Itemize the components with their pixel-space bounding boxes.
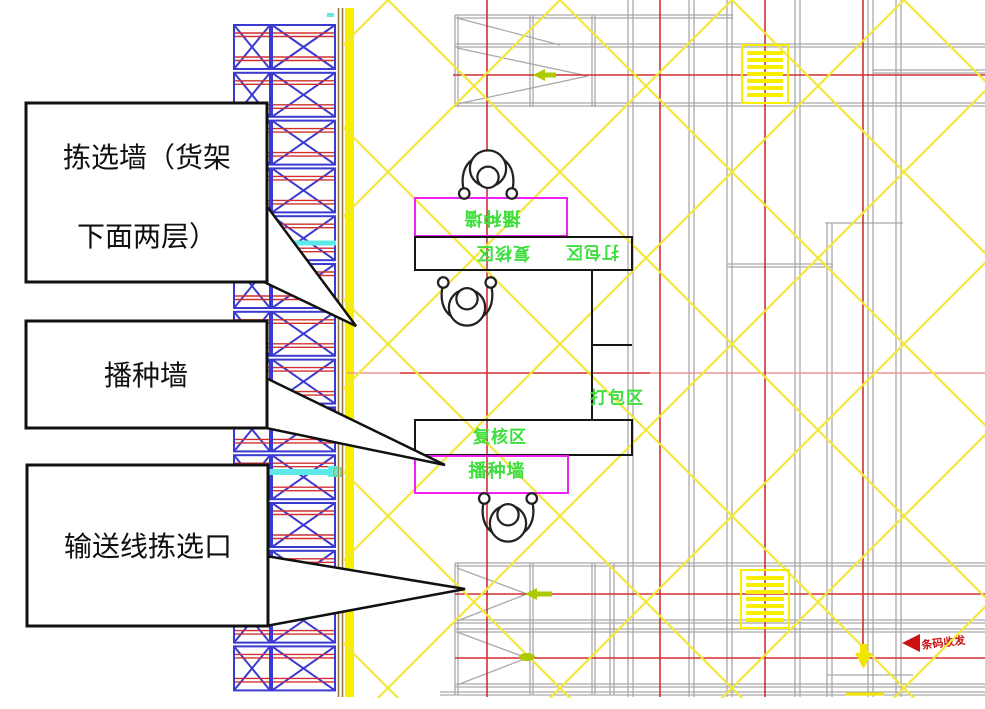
callout-box bbox=[24, 319, 269, 430]
label-review-area-top: 复核区 bbox=[476, 244, 531, 264]
conveyor-chevron bbox=[456, 17, 561, 46]
stairs-icon bbox=[741, 44, 789, 104]
grid-diagonal bbox=[344, 0, 561, 218]
left-arrow-icon bbox=[902, 634, 920, 652]
callout-picking-wall-line1: 拣选墙（货架 bbox=[63, 142, 231, 173]
green-block bbox=[333, 467, 342, 477]
grid-diagonal bbox=[344, 0, 733, 390]
rack-bay bbox=[271, 167, 336, 214]
conveyor-chevron bbox=[456, 631, 528, 659]
stairs-outline bbox=[741, 44, 789, 104]
conveyor-chevron bbox=[456, 75, 589, 105]
rack-bay bbox=[271, 71, 336, 118]
arrow-stem bbox=[860, 644, 867, 654]
flow-arrow-icon bbox=[533, 69, 556, 81]
callout-seeding-wall: 播种墙 bbox=[24, 319, 446, 467]
callout-conveyor-pick-port-label: 输送线拣选口 bbox=[64, 531, 232, 562]
rack-bay bbox=[271, 119, 336, 166]
grid-diagonal bbox=[344, 298, 744, 698]
grid-diagonal bbox=[720, 433, 985, 698]
grid-diagonal bbox=[731, 0, 985, 255]
callout-box bbox=[24, 101, 269, 284]
flow-arrow-icon bbox=[525, 588, 552, 600]
callout-box bbox=[25, 463, 270, 628]
rack-bay bbox=[271, 502, 336, 548]
down-arrow-icon bbox=[855, 644, 872, 669]
conveyor-chevron bbox=[456, 593, 528, 622]
label-packing-area-top: 打包区 bbox=[565, 243, 619, 263]
callout-conveyor-pick-port: 输送线拣选口 bbox=[25, 463, 466, 628]
callout-picking-wall-line2: 下面两层） bbox=[77, 221, 217, 252]
station-outline bbox=[414, 236, 633, 271]
yellow-symbols bbox=[519, 44, 884, 696]
workstation-bottom: 打包区 复核区 播种墙 bbox=[414, 270, 644, 494]
grid-diagonal bbox=[387, 0, 985, 599]
callout-seeding-wall-label: 播种墙 bbox=[104, 360, 188, 391]
grid-diagonal bbox=[376, 89, 985, 698]
cyan-block bbox=[328, 466, 338, 477]
seeding-wall-outline bbox=[414, 455, 569, 494]
callout-picking-wall: 拣选墙（货架 下面两层） bbox=[24, 101, 358, 328]
grid-diagonal bbox=[559, 0, 985, 427]
conveyor-lines bbox=[347, 0, 985, 697]
rack-bay bbox=[271, 310, 336, 357]
label-seeding-wall-top: 播种墙 bbox=[464, 208, 521, 229]
stairs-outline bbox=[740, 569, 790, 629]
grid-diagonal bbox=[344, 0, 905, 562]
flow-marker bbox=[519, 653, 535, 661]
rack-bay bbox=[271, 454, 336, 501]
rack-bay bbox=[271, 645, 336, 692]
conveyor-chevron bbox=[456, 47, 589, 77]
stairs-icon bbox=[740, 569, 790, 629]
label-review-area-bottom: 复核区 bbox=[472, 427, 527, 447]
conveyor-chevron bbox=[456, 657, 528, 686]
person-icon bbox=[457, 149, 519, 200]
label-packing-area-bottom: 打包区 bbox=[590, 388, 644, 408]
label-seeding-wall-bottom: 播种墙 bbox=[469, 460, 526, 481]
arrow-head bbox=[855, 653, 872, 669]
rack-bay bbox=[271, 24, 336, 70]
rack-bay bbox=[233, 645, 271, 692]
grid-diagonal bbox=[344, 470, 572, 698]
conveyor-chevron bbox=[456, 567, 528, 595]
grid-diagonal bbox=[344, 126, 916, 698]
workstation-top: 播种墙 复核区 打包区 bbox=[414, 197, 633, 271]
callout-pointer bbox=[264, 554, 466, 628]
rack-bay bbox=[233, 24, 271, 70]
grid-diagonal bbox=[548, 261, 985, 698]
